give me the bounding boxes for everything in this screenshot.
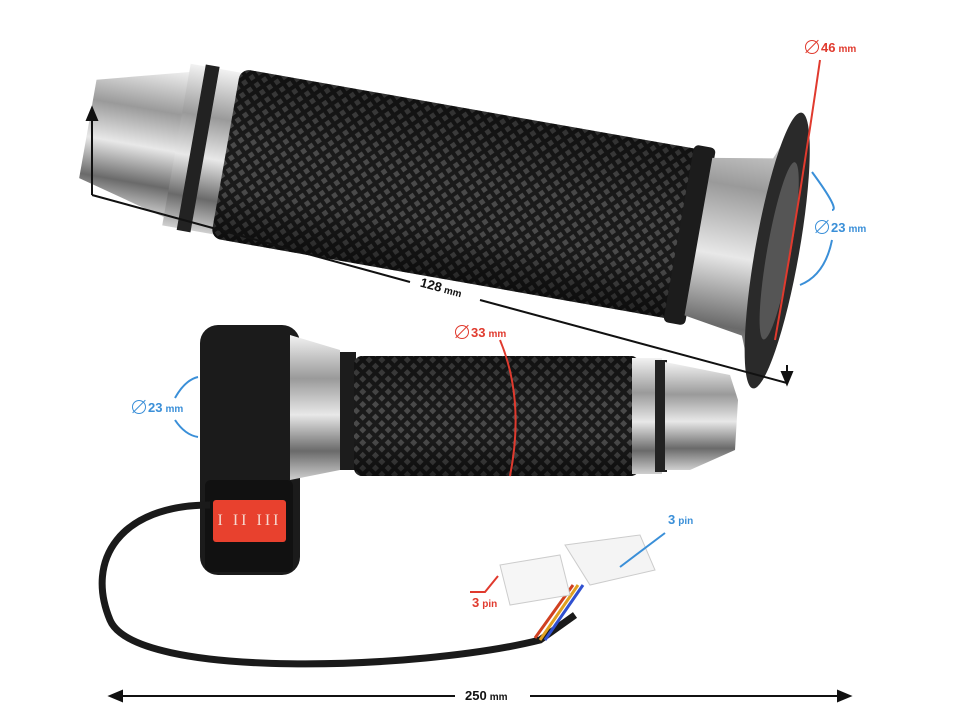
- diameter-icon: [805, 40, 819, 54]
- dimension-46-arc: [774, 59, 821, 341]
- dimension-33-arc: [499, 339, 517, 477]
- top-grip: [79, 63, 810, 389]
- diameter-icon: [815, 220, 829, 234]
- dimension-250: [107, 689, 853, 703]
- cable: [98, 501, 578, 668]
- pin-arrow-blue: [619, 532, 666, 568]
- dimension-23-arrows-left: [174, 376, 199, 438]
- connector-a: [564, 534, 656, 586]
- mode-switch: I II III: [213, 500, 286, 542]
- pin-arrow-red: [470, 575, 499, 593]
- dimension-128: [85, 105, 794, 387]
- diameter-icon: [132, 400, 146, 414]
- bottom-grip: [200, 325, 738, 575]
- connector-b: [499, 554, 571, 606]
- dimension-23-arrows-top: [799, 171, 835, 286]
- diameter-icon: [455, 325, 469, 339]
